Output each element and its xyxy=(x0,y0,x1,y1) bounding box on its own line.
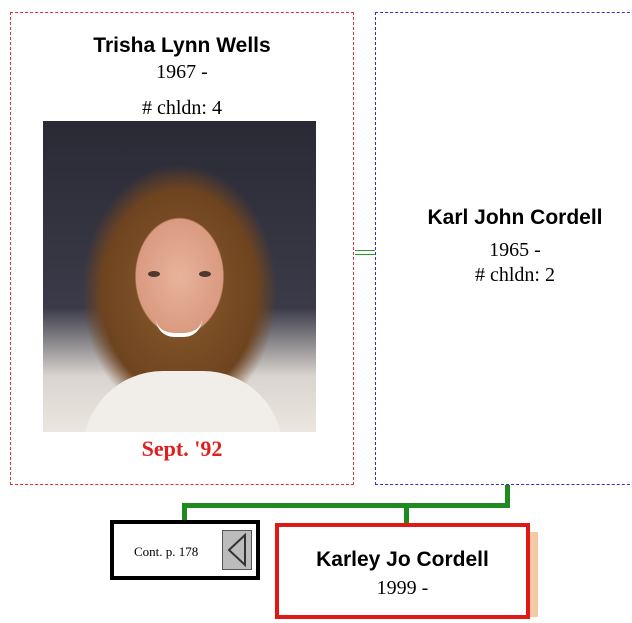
sibling-drop-left xyxy=(182,503,187,521)
continuation-box[interactable]: Cont. p. 178 xyxy=(110,520,260,580)
mother-box xyxy=(10,12,354,485)
father-years: 1965 - xyxy=(489,239,541,261)
child-box[interactable] xyxy=(275,523,530,619)
father-children-count: # chldn: 2 xyxy=(475,264,555,286)
photo-caption: Sept. '92 xyxy=(141,436,223,461)
father-name: Karl John Cordell xyxy=(427,206,603,229)
mother-name: Trisha Lynn Wells xyxy=(93,34,271,57)
father-box xyxy=(375,12,632,485)
marriage-connector xyxy=(355,250,375,255)
child-name: Karley Jo Cordell xyxy=(316,548,489,571)
photo-collar xyxy=(83,371,283,432)
child-years: 1999 - xyxy=(376,577,429,599)
mother-children-count: # chldn: 4 xyxy=(142,97,222,119)
family-drop-line xyxy=(505,485,510,507)
mother-photo[interactable] xyxy=(43,121,316,432)
triangle-left-icon xyxy=(227,532,246,568)
photo-eye-right xyxy=(199,271,211,277)
continue-arrow-button[interactable] xyxy=(222,530,252,570)
photo-eye-left xyxy=(148,271,160,277)
photo-smile xyxy=(156,319,202,337)
continuation-label: Cont. p. 178 xyxy=(134,544,199,559)
mother-years: 1967 - xyxy=(156,61,208,83)
sibling-bar xyxy=(182,503,510,508)
sibling-drop-child xyxy=(404,503,409,524)
